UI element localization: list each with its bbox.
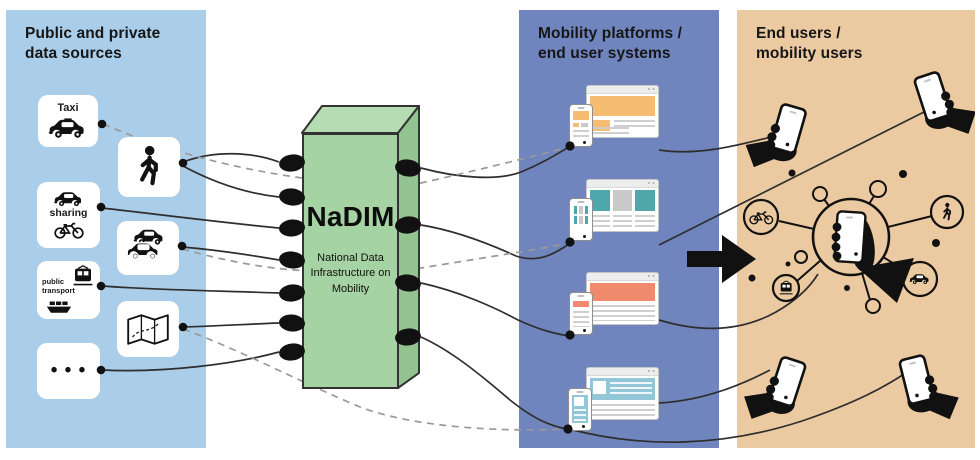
tile-grid	[574, 206, 588, 232]
title-line: data sources	[25, 44, 122, 62]
source-node-sharing: sharing	[37, 182, 100, 248]
link-platform1-user	[658, 134, 780, 153]
screen-block	[573, 301, 589, 307]
phone-mockup-3	[569, 292, 593, 335]
sharing-car-icon	[53, 192, 81, 207]
pedestrian-icon	[134, 145, 164, 189]
source-node-pedestrian	[118, 137, 180, 197]
text-lines	[610, 382, 652, 394]
screen-block	[573, 111, 589, 120]
panel-data-sources-title: Public and private data sources	[25, 24, 160, 64]
link-traffic-nadim	[181, 246, 280, 261]
source-node-public-transport: public transport	[37, 261, 100, 319]
panel-end-users-title: End users / mobility users	[756, 24, 863, 64]
panel-mobility-platforms-title: Mobility platforms / end user systems	[538, 24, 682, 64]
link-nadim-platform2	[420, 224, 570, 260]
subtitle-line: Infrastructure on	[310, 267, 391, 280]
column-blocks	[590, 190, 656, 211]
browser-mockup-1	[586, 85, 659, 138]
phone-mockup-1	[569, 104, 593, 147]
link-sharing-nadim	[101, 207, 280, 229]
text-lines	[590, 215, 656, 228]
text-lines	[590, 127, 629, 134]
content-block	[590, 120, 610, 131]
browser-titlebar	[587, 180, 658, 188]
image-placeholder	[593, 381, 606, 394]
phone-mockup-4	[568, 388, 592, 431]
ellipsis-label: • • •	[50, 360, 87, 382]
browser-titlebar	[587, 86, 658, 94]
map-icon	[127, 313, 169, 345]
browser-content	[590, 378, 655, 416]
dashed-traffic-platform2	[181, 242, 570, 273]
link-platform2-user	[658, 111, 925, 246]
banner-block	[590, 283, 655, 301]
phone-screen	[573, 111, 589, 139]
text-lines	[614, 120, 655, 130]
link-nadim-platform1	[420, 146, 570, 179]
public-transport-label: public transport	[42, 277, 75, 295]
source-node-map	[117, 301, 179, 357]
tram-icon	[72, 265, 94, 286]
nadim-box: NaDIM National Data Infrastructure on Mo…	[302, 133, 399, 389]
browser-content	[590, 190, 656, 228]
label-line: public	[42, 277, 65, 286]
title-line: mobility users	[756, 44, 863, 62]
link-nadim-platform4	[420, 336, 568, 430]
browser-content	[590, 96, 655, 134]
browser-titlebar	[587, 368, 658, 376]
text-lines	[590, 404, 655, 416]
title-line: Public and private	[25, 25, 161, 42]
link-more-nadim	[101, 351, 280, 372]
text-lines	[573, 311, 589, 327]
title-line: Mobility platforms /	[538, 25, 683, 42]
browser-mockup-4	[586, 367, 659, 420]
phone-screen	[573, 205, 589, 233]
source-node-traffic	[117, 221, 179, 275]
ship-icon	[46, 301, 72, 313]
link-map-nadim	[182, 322, 280, 328]
browser-titlebar	[587, 273, 658, 281]
subtitle-line: Mobility	[331, 282, 370, 295]
link-nadim-platform3	[420, 282, 570, 337]
source-node-taxi: Taxi	[38, 95, 98, 147]
screen-chip	[573, 123, 579, 127]
label-line: transport	[42, 286, 75, 295]
browser-mockup-2	[586, 179, 659, 232]
link-pedestrian-nadim-2	[182, 165, 280, 198]
phone-screen	[573, 299, 589, 327]
screen-block	[572, 395, 588, 423]
taxi-label: Taxi	[57, 102, 79, 115]
text-lines	[573, 130, 589, 139]
nadim-subtitle: National Data Infrastructure on Mobility	[304, 251, 397, 297]
title-line: End users /	[756, 25, 841, 42]
solid-links	[101, 111, 925, 443]
text-lines	[590, 305, 655, 321]
dashed-map-platform4	[182, 328, 568, 431]
link-platform4-user	[658, 369, 771, 404]
source-node-more: • • •	[37, 343, 100, 399]
banner-block	[590, 96, 655, 116]
sharing-label: sharing	[49, 207, 88, 220]
link-platform3-hub	[658, 273, 819, 330]
nadim-title: NaDIM	[306, 201, 395, 232]
sharing-bicycle-icon	[53, 222, 84, 239]
text-lines	[574, 409, 586, 422]
browser-content	[590, 283, 655, 321]
subtitle-line: National Data	[317, 252, 384, 264]
screen-chip	[581, 123, 588, 127]
image-placeholder	[574, 397, 584, 406]
link-publictransport-nadim	[101, 285, 280, 294]
cars-traffic-icon	[125, 229, 163, 260]
browser-mockup-3	[586, 272, 659, 325]
phone-screen	[572, 395, 588, 423]
phone-mockup-2	[569, 198, 593, 241]
link-pedestrian-nadim	[182, 152, 280, 163]
title-line: end user systems	[538, 44, 671, 62]
banner-block	[590, 378, 655, 400]
taxi-car-icon	[48, 118, 84, 138]
